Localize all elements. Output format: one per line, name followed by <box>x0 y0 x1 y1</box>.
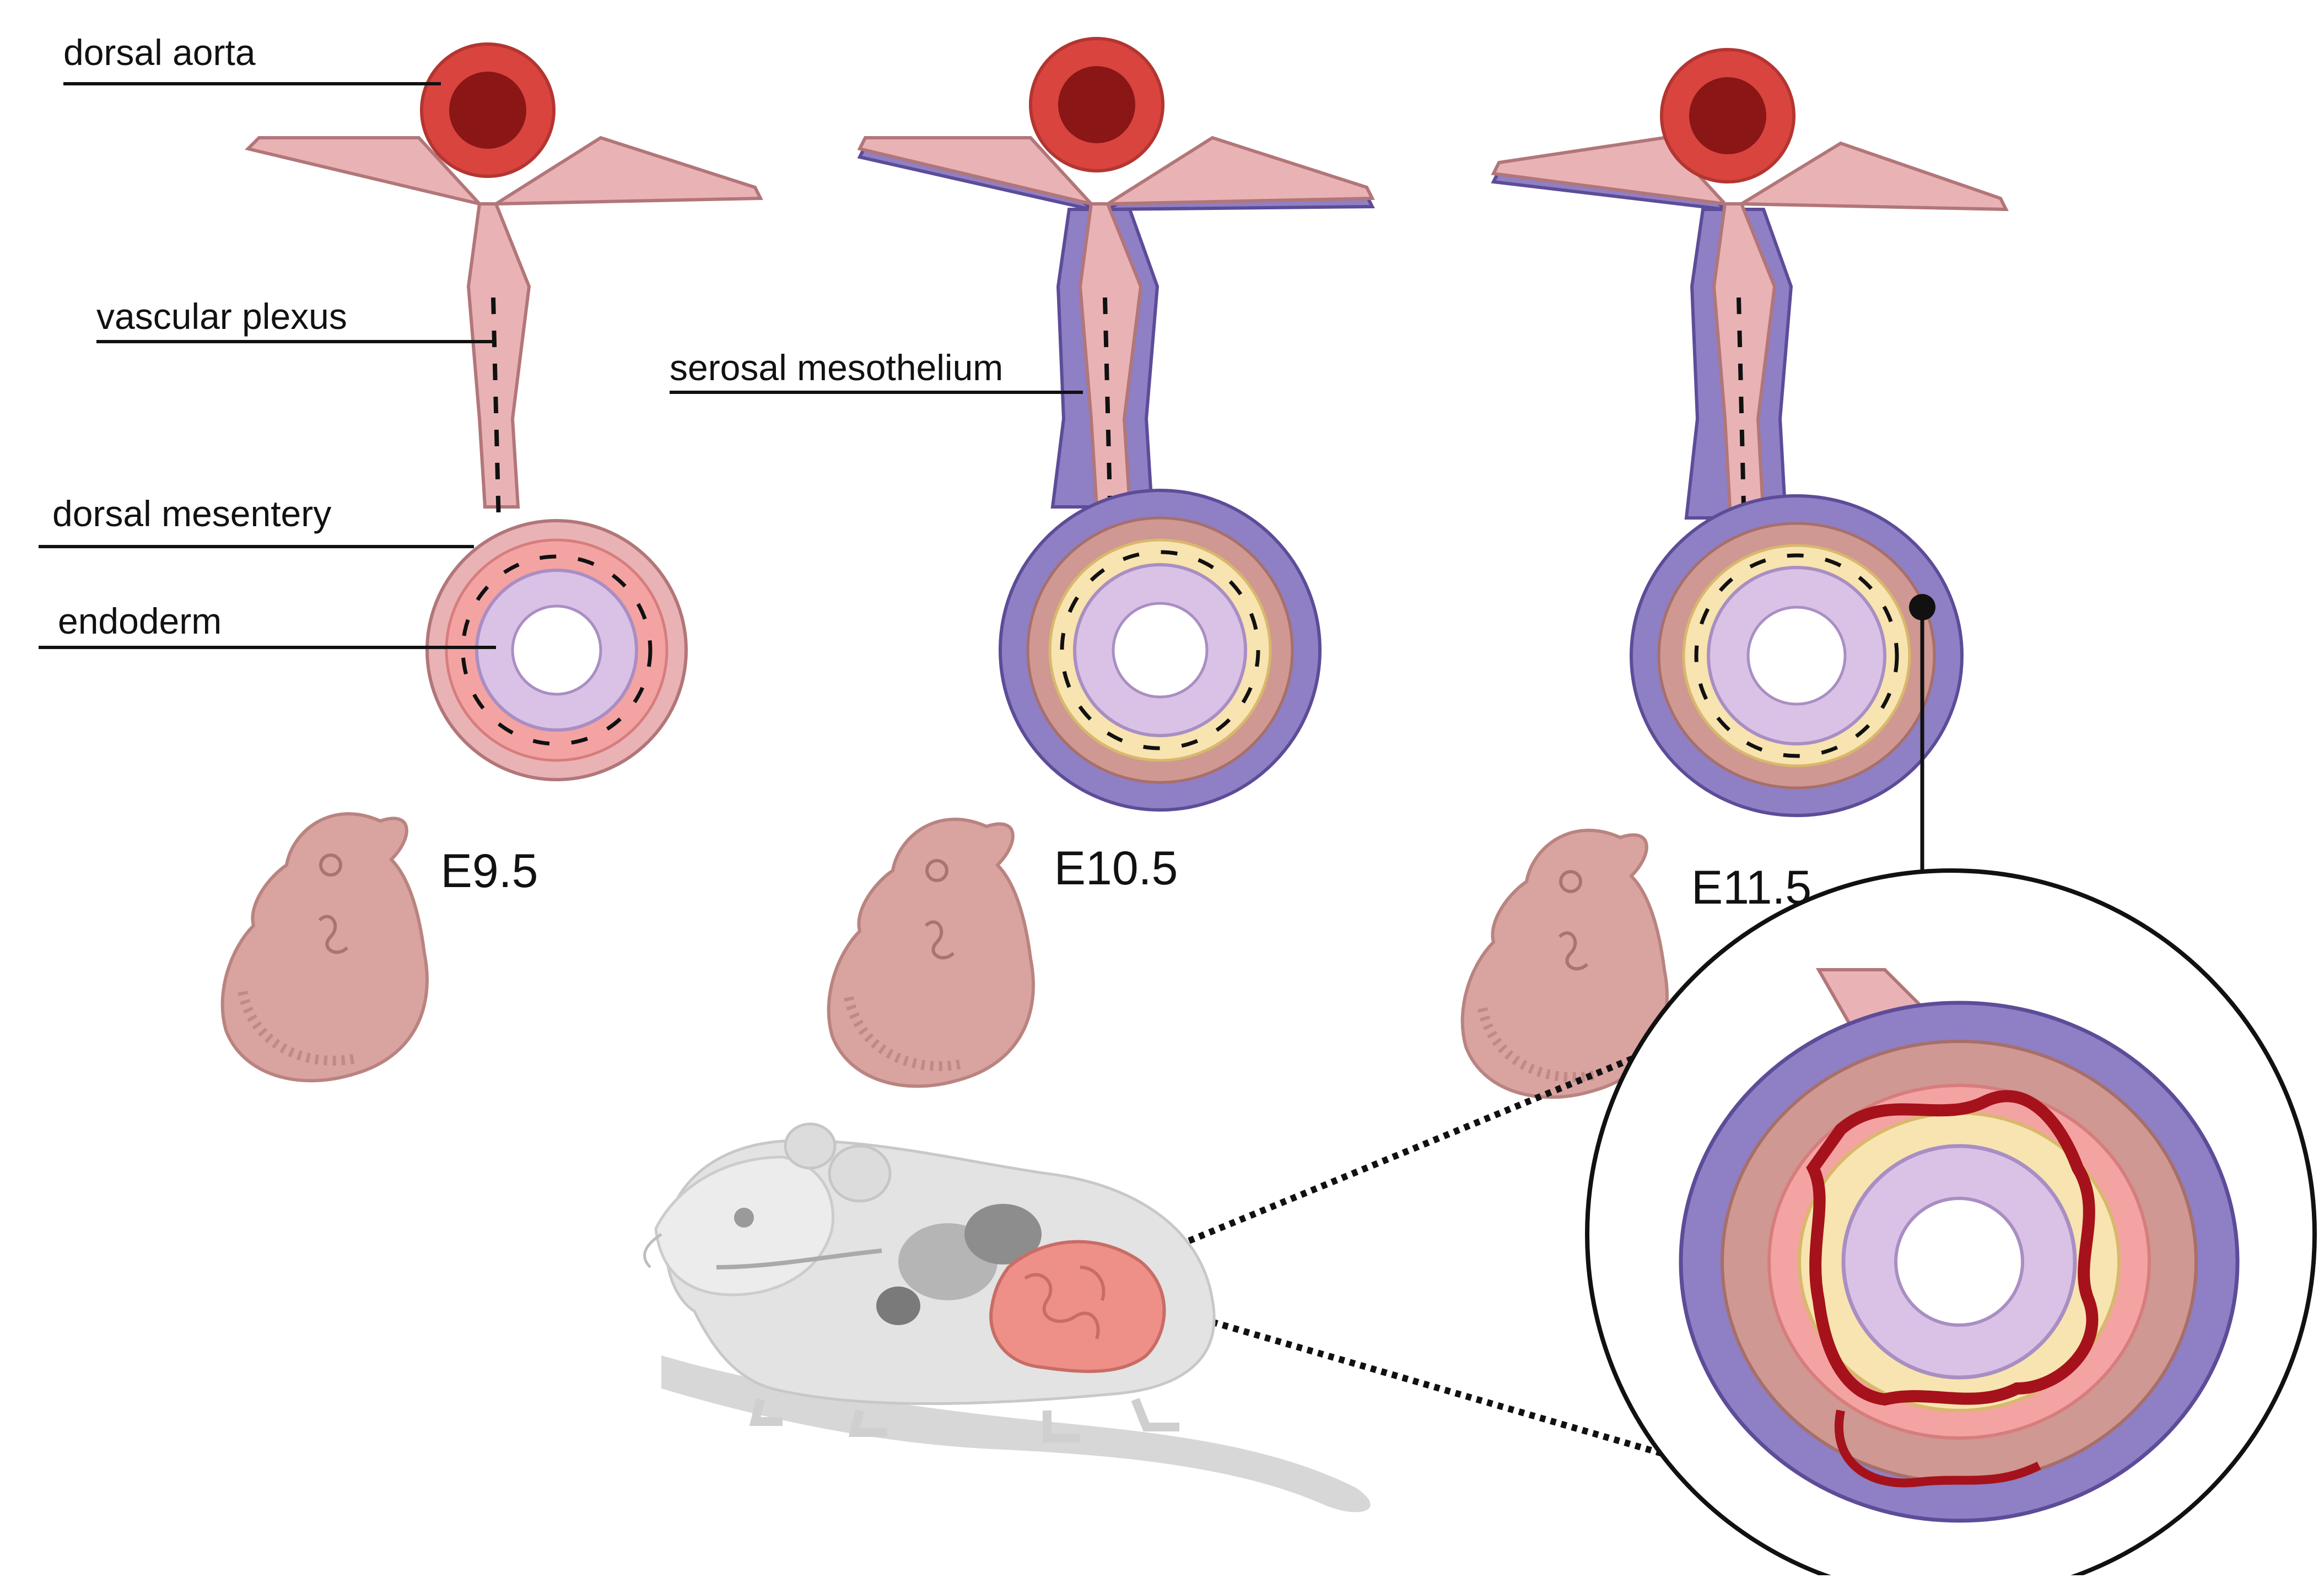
zoom-dotted-line-upper <box>1136 1049 1649 1265</box>
plexus-ring <box>461 554 653 746</box>
dorsal-aorta-lumen <box>449 72 526 149</box>
embryo-icon <box>829 819 1033 1086</box>
plexus-ring <box>1694 553 1899 758</box>
magnifier-circle-icon <box>1585 868 2317 1578</box>
zoom-dotted-line-lower <box>1137 1297 1676 1461</box>
mesentery-wing-left <box>857 136 1096 207</box>
mouse-intestines <box>989 1240 1166 1373</box>
stage-label: E9.5 <box>441 845 538 898</box>
mouse-icon <box>643 1122 1371 1512</box>
plexus-ring <box>1060 550 1260 750</box>
gut-lumen <box>1746 606 1847 706</box>
vascular-plexus-dashes <box>1737 297 1746 529</box>
mesentery-wing-right <box>1735 141 2009 212</box>
label-dorsal-mesentery: dorsal mesentery <box>52 493 331 534</box>
gut-lumen <box>511 604 602 696</box>
mesentery-wing-right <box>1102 136 1375 206</box>
zoom-vessel-lower <box>1834 1409 2041 1488</box>
label-serosal-mesothelium: serosal mesothelium <box>670 347 1003 388</box>
zoom-lumen <box>1894 1197 2024 1327</box>
label-vascular-plexus: vascular plexus <box>96 296 347 337</box>
vascular-plexus-dashes <box>1103 297 1113 524</box>
vascular-plexus-dashes <box>491 297 501 524</box>
zoom-vascular-plexus <box>1806 1090 2099 1406</box>
panel-e11-5: E11.5 <box>1463 48 2009 1097</box>
mesentery-wing-right <box>490 136 763 206</box>
label-endoderm: endoderm <box>58 601 222 641</box>
gut-lumen <box>1112 602 1209 699</box>
embryo-icon <box>223 814 427 1080</box>
dorsal-aorta-lumen <box>1058 66 1135 143</box>
stage-label: E10.5 <box>1054 842 1178 895</box>
dorsal-aorta-lumen <box>1689 77 1766 154</box>
label-dorsal-aorta: dorsal aorta <box>63 32 256 73</box>
mesentery-wing-left <box>245 136 484 207</box>
panel-e10-5: E10.5 <box>829 37 1375 1086</box>
panel-e9-5: E9.5 <box>223 42 763 1080</box>
dorsal-mesentery-stalk <box>466 202 531 509</box>
